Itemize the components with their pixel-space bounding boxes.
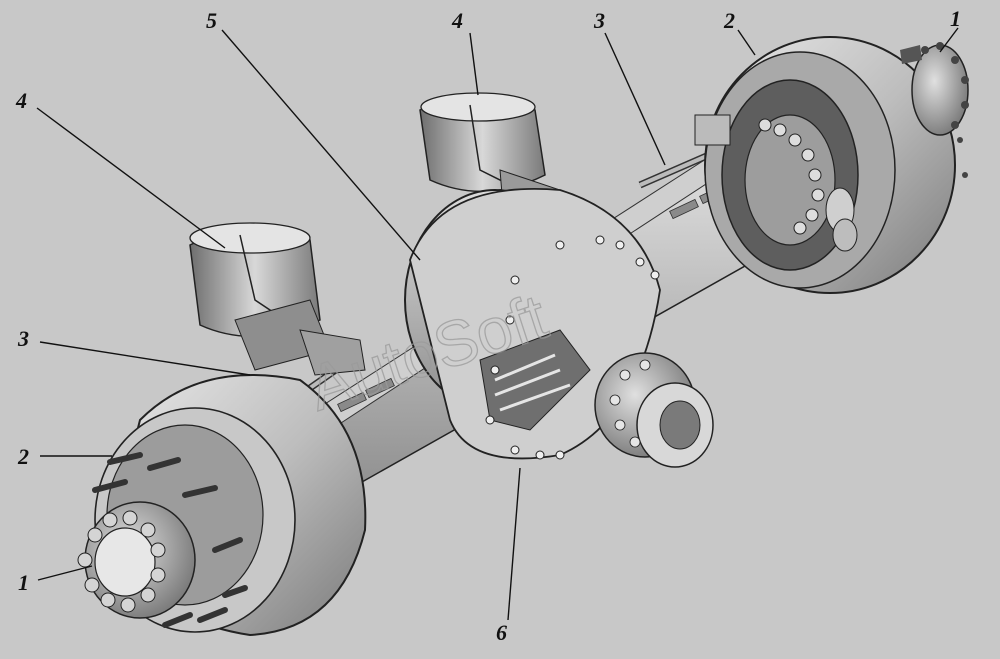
right-bearing-bolts (694, 114, 825, 235)
left-wheel-hub (77, 452, 248, 628)
callout-3-left: 3 (17, 326, 29, 351)
callout-4-left: 4 (15, 88, 27, 113)
callout-1-left: 1 (18, 570, 29, 595)
front-brake-chamber (189, 222, 366, 376)
callout-1-right: 1 (950, 6, 961, 31)
right-wheel-hub (900, 42, 969, 178)
callout-3-right: 3 (593, 8, 605, 33)
pinion-flange (594, 352, 714, 468)
callout-labels: 1 2 3 4 5 4 3 2 1 6 (15, 6, 961, 645)
callout-2-left: 2 (17, 444, 29, 469)
callout-4-right: 4 (451, 8, 463, 33)
callout-2-right: 2 (723, 8, 735, 33)
leader-lines (36, 27, 959, 621)
callout-5: 5 (206, 8, 217, 33)
callout-6: 6 (496, 620, 507, 645)
